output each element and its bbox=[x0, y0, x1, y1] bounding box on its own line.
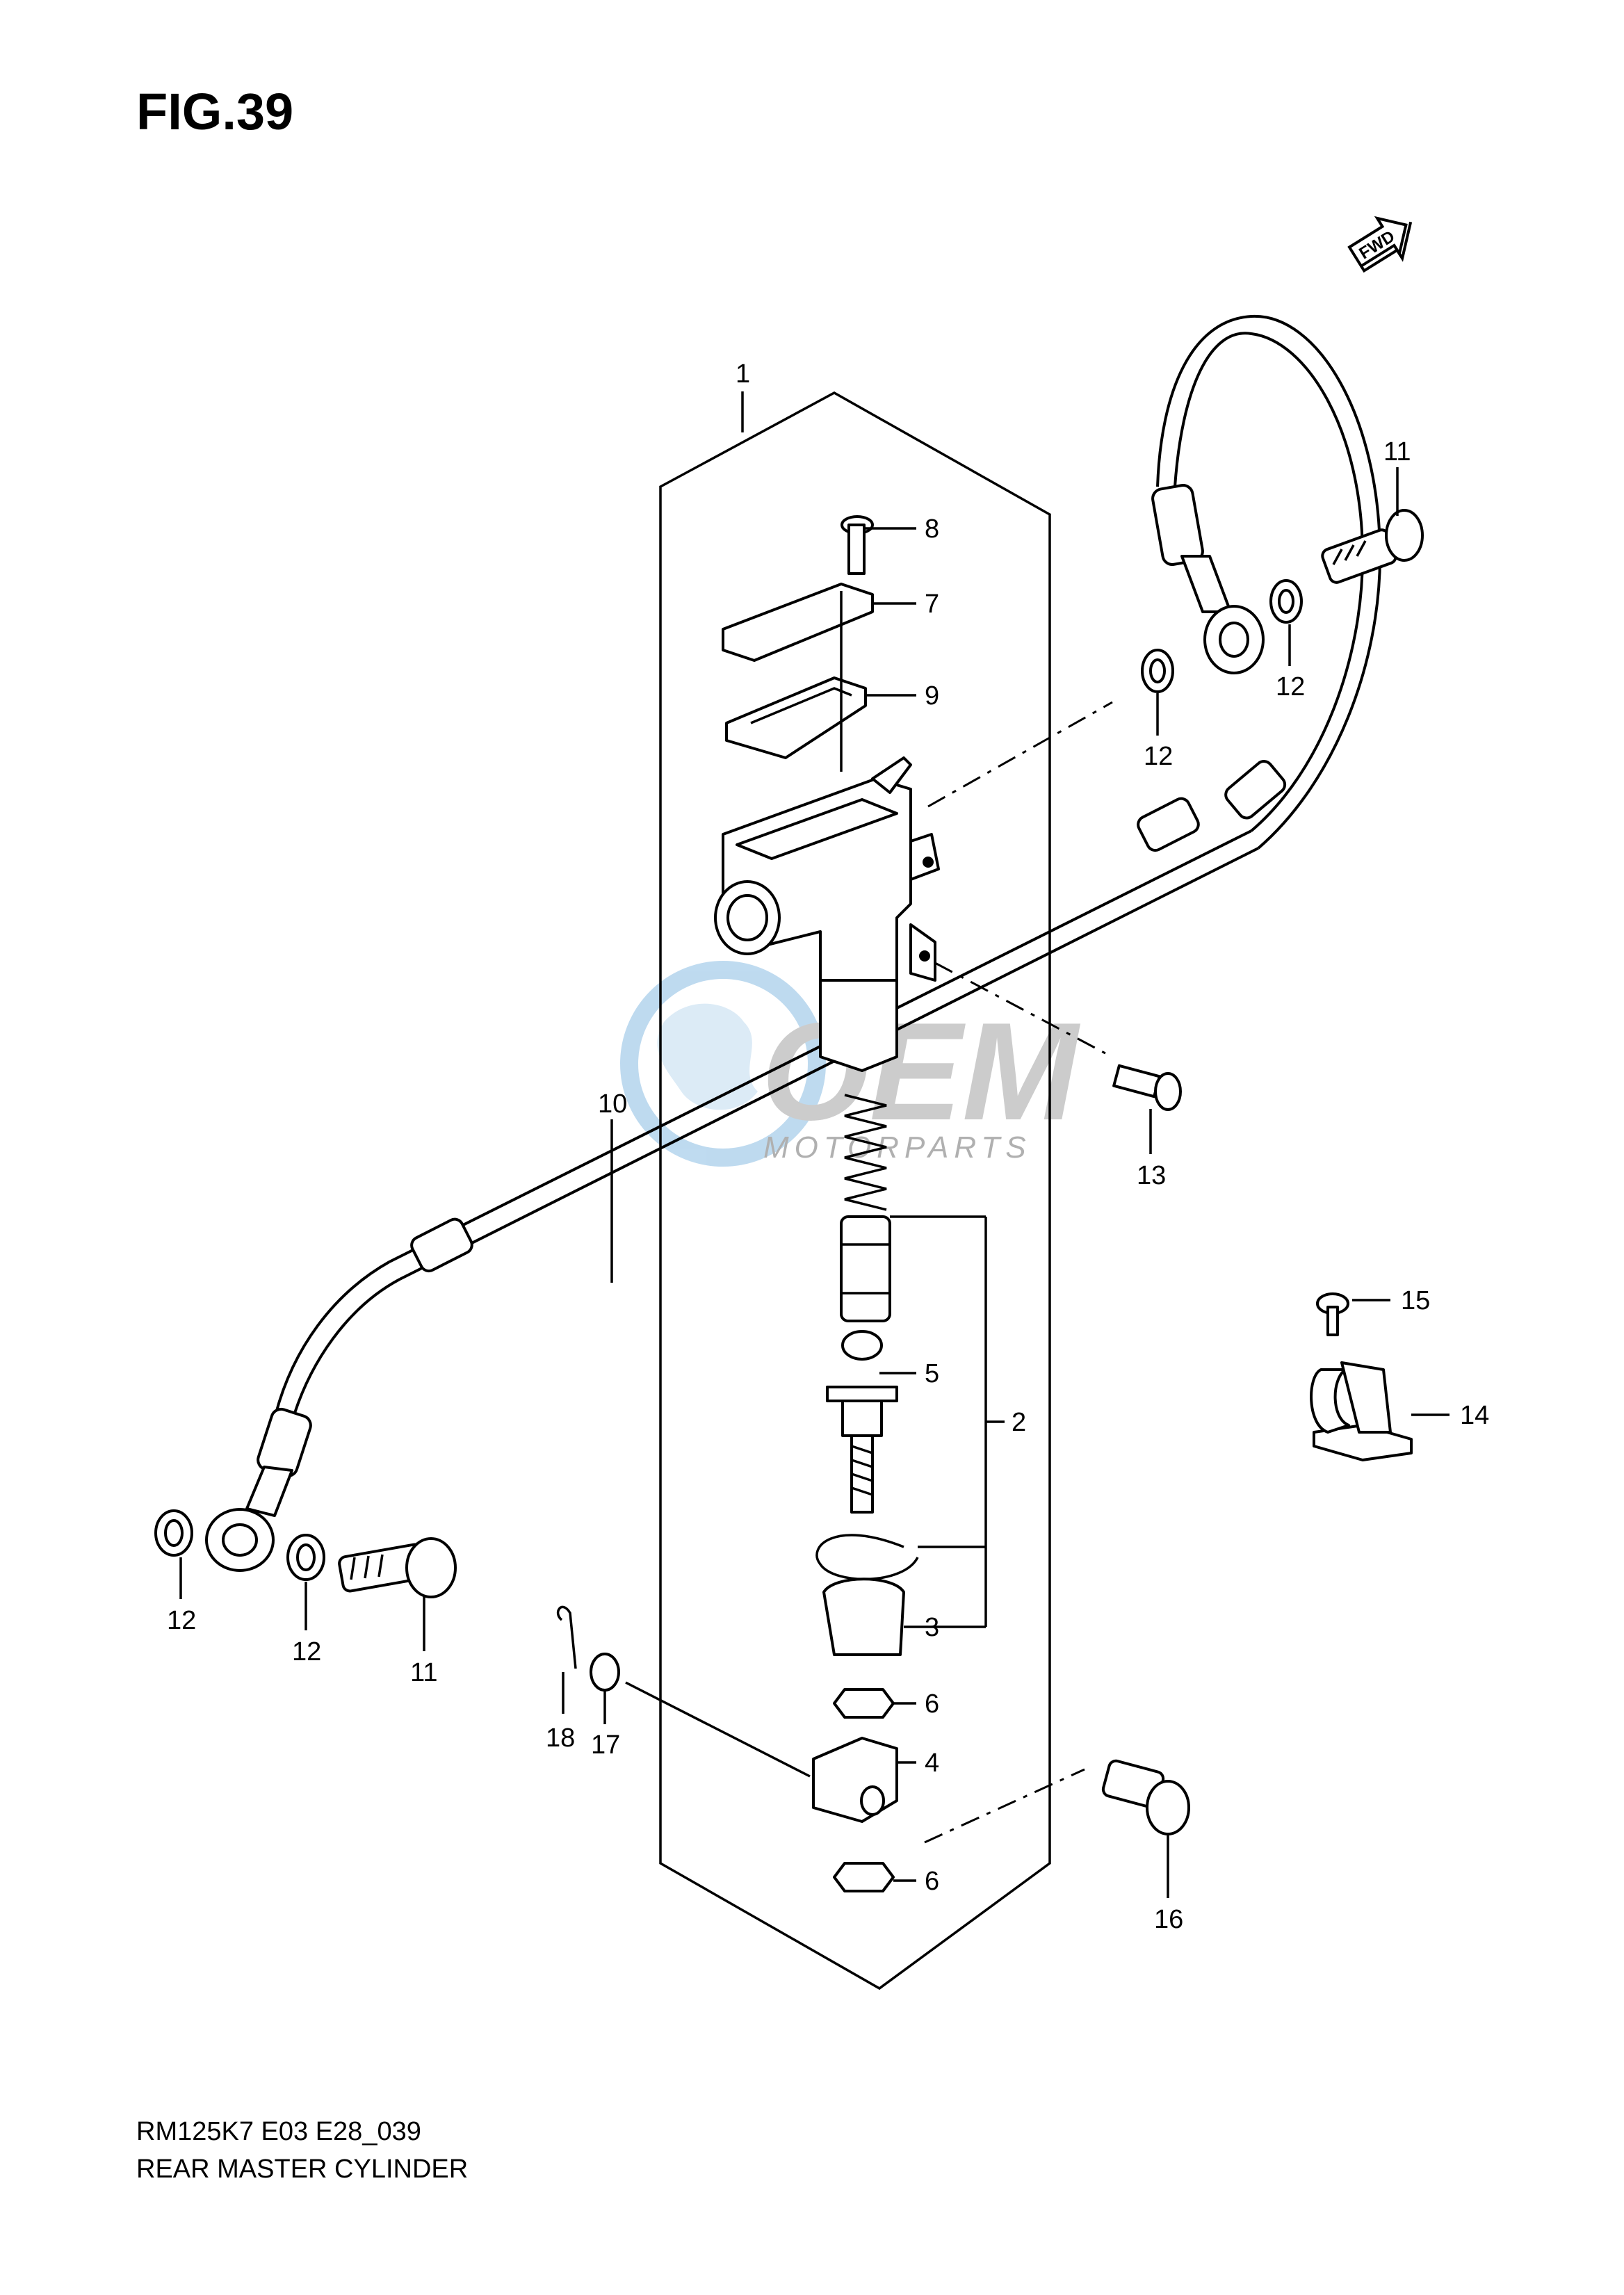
return-spring bbox=[844, 1094, 887, 1211]
callout-11a: 11 bbox=[1383, 437, 1411, 467]
callout-9: 9 bbox=[925, 681, 939, 711]
piston-assembly bbox=[840, 1215, 891, 1322]
lock-nut-lower bbox=[833, 1862, 895, 1892]
diagram-title: REAR MASTER CYLINDER bbox=[136, 2155, 468, 2184]
callout-14: 14 bbox=[1460, 1401, 1489, 1430]
callout-6a: 6 bbox=[925, 1689, 939, 1719]
reservoir-diaphragm bbox=[725, 676, 867, 759]
callout-2: 2 bbox=[1012, 1408, 1026, 1437]
callout-12c: 12 bbox=[167, 1606, 196, 1635]
cap-screw bbox=[841, 515, 874, 575]
callout-17: 17 bbox=[591, 1730, 620, 1760]
dust-boot bbox=[822, 1578, 905, 1656]
callout-5: 5 bbox=[925, 1359, 939, 1388]
reservoir-cap bbox=[722, 583, 874, 662]
callout-16: 16 bbox=[1154, 1905, 1183, 1934]
callout-numbers: 1 2 3 4 5 6 6 7 8 9 10 11 11 12 12 12 12… bbox=[167, 359, 1489, 1934]
banjo-fitting-lower bbox=[205, 1466, 293, 1572]
lock-nut-upper bbox=[833, 1688, 895, 1719]
callout-1: 1 bbox=[736, 359, 750, 389]
master-cylinder-body bbox=[714, 756, 940, 1072]
watermark-sub: MOTORPARTS bbox=[763, 1130, 1032, 1165]
figure-title: FIG.39 bbox=[136, 83, 293, 140]
gasket-washers bbox=[154, 579, 1303, 1581]
callout-3: 3 bbox=[925, 1613, 939, 1642]
callout-7: 7 bbox=[925, 590, 939, 619]
callout-8: 8 bbox=[925, 514, 939, 544]
callout-12a: 12 bbox=[1276, 672, 1305, 702]
callout-18: 18 bbox=[546, 1724, 575, 1753]
cotter-pin bbox=[556, 1605, 577, 1669]
banjo-fitting-upper bbox=[1180, 555, 1265, 674]
union-bolt-upper bbox=[1321, 509, 1424, 584]
leader-lines bbox=[179, 391, 1450, 1898]
callout-6b: 6 bbox=[925, 1867, 939, 1896]
circlip bbox=[815, 1534, 919, 1581]
clevis-pin bbox=[1101, 1759, 1190, 1835]
clamp-screw bbox=[1316, 1292, 1349, 1336]
callout-4: 4 bbox=[925, 1749, 939, 1778]
clevis bbox=[812, 1737, 898, 1823]
callout-11b: 11 bbox=[410, 1658, 437, 1687]
union-bolt-lower bbox=[338, 1537, 457, 1598]
hose-clamp bbox=[1310, 1361, 1413, 1461]
pin-washer bbox=[590, 1653, 620, 1692]
push-rod bbox=[826, 1330, 898, 1514]
mounting-screw bbox=[1112, 1064, 1182, 1111]
callout-13: 13 bbox=[1137, 1161, 1166, 1190]
fwd-arrow-icon: FWD bbox=[1347, 216, 1413, 273]
diagram-model-code: RM125K7 E03 E28_039 bbox=[136, 2117, 421, 2146]
callout-15: 15 bbox=[1401, 1286, 1430, 1315]
callout-12d: 12 bbox=[292, 1637, 321, 1666]
globe-watermark-icon bbox=[620, 961, 826, 1167]
assembly-outline bbox=[659, 391, 1051, 1990]
callout-12b: 12 bbox=[1144, 742, 1173, 771]
callout-10: 10 bbox=[598, 1089, 627, 1119]
